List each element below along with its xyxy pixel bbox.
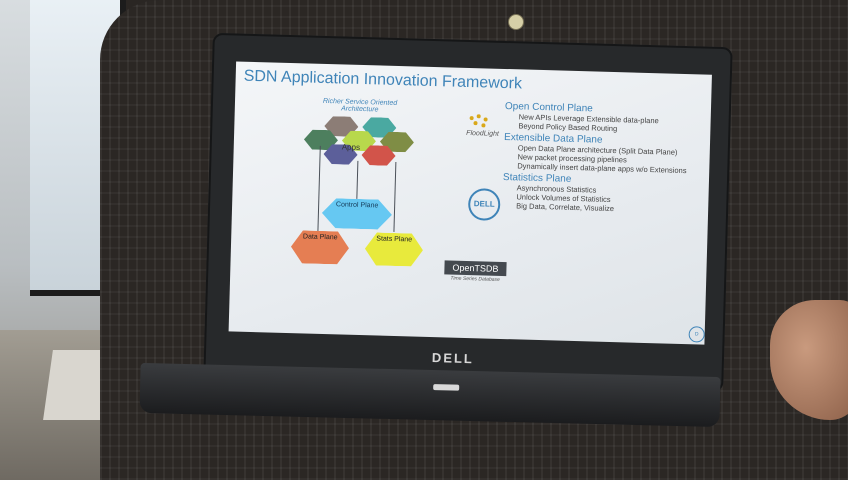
slide-bullets: Open Control Plane New APIs Leverage Ext… [502, 99, 710, 216]
architecture-diagram: Apps Control Plane Data Plane Stats Plan… [281, 115, 445, 259]
footer-dell-logo: D [688, 326, 705, 343]
data-plane-hex: Data Plane [291, 230, 350, 265]
control-plane-hex: Control Plane [322, 198, 393, 230]
connector-line [393, 161, 397, 232]
slide-subtitle: Richer Service Oriented Architecture [322, 97, 398, 114]
connector-line [356, 160, 359, 199]
floodlight-logo-icon [469, 114, 488, 128]
opentsdb-subtitle: Time Series Database [450, 275, 500, 283]
laptop-lid: SDN Application Innovation Framework Ric… [203, 32, 733, 393]
dell-logo: DELL [467, 188, 501, 221]
stats-plane-hex: Stats Plane [364, 232, 423, 267]
slide-title: SDN Application Innovation Framework [243, 67, 523, 93]
shirt-button [508, 14, 524, 30]
apps-label: Apps [341, 142, 361, 152]
floodlight-logo-text: FloodLight [466, 129, 499, 138]
laptop-indicator-light [433, 384, 460, 391]
connector-line [317, 145, 321, 236]
opentsdb-logo: OpenTSDB [444, 260, 507, 277]
laptop-screen: SDN Application Innovation Framework Ric… [228, 61, 712, 345]
laptop-brand-logo: DELL [431, 350, 475, 367]
